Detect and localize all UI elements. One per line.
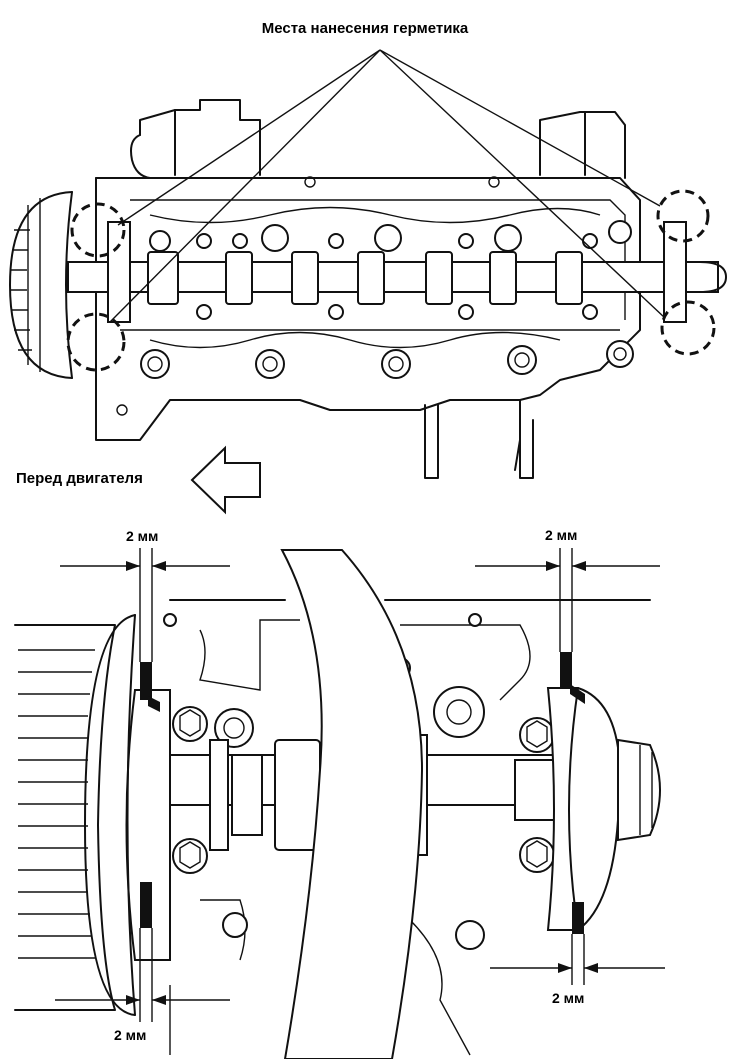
gap-label-bottom-left: 2 мм [114, 1027, 147, 1043]
head-bolts [116, 176, 634, 416]
gap-label-top-left: 2 мм [126, 528, 159, 544]
camshaft-detail-view [14, 548, 665, 1059]
sealant-marks [66, 189, 716, 372]
cylinder-head-overview [9, 49, 727, 515]
engine-front-label: Перед двигателя [16, 470, 143, 487]
leader-lines [109, 49, 666, 323]
sealant-beads [140, 652, 585, 934]
dimension-lines [55, 548, 665, 1022]
engine-front-arrow [190, 445, 261, 515]
camshaft-pulley-top [9, 191, 73, 379]
cap-bolts [172, 706, 555, 874]
gap-label-bottom-right: 2 мм [552, 990, 585, 1006]
gap-label-top-right: 2 мм [545, 527, 578, 543]
sealant-locations-label: Места нанесения герметика [261, 20, 469, 37]
